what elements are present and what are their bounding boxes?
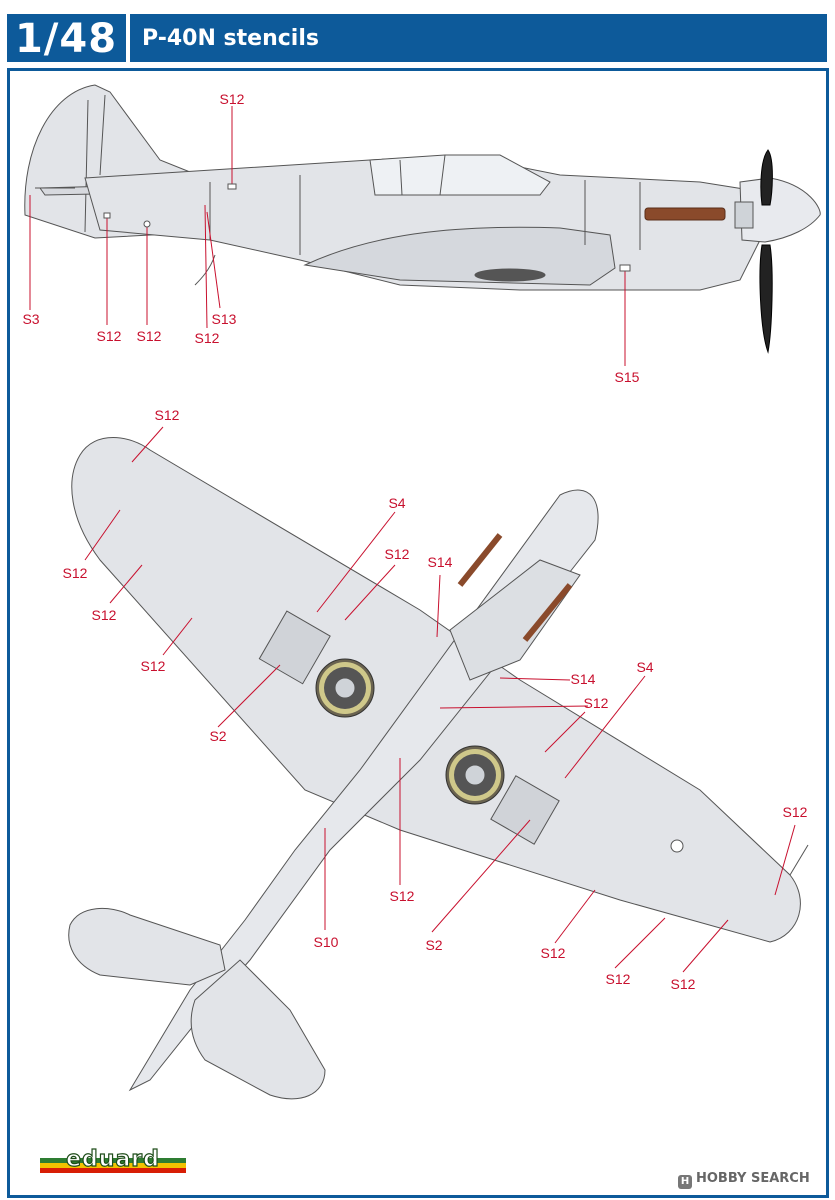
hobbysearch-watermark: H HOBBY SEARCH xyxy=(678,1171,810,1189)
scale-label: 1/48 xyxy=(14,16,118,62)
header-divider xyxy=(126,14,130,62)
bottom-view-aircraft xyxy=(68,437,809,1100)
eduard-logo-stripes xyxy=(40,1158,186,1173)
callout-label: S12 xyxy=(220,91,245,107)
callout-label: S12 xyxy=(195,330,220,346)
callout-label: S15 xyxy=(615,369,640,385)
callout-label: S12 xyxy=(584,695,609,711)
callout-label: S12 xyxy=(783,804,808,820)
callout-label: S12 xyxy=(390,888,415,904)
side-view-leaders xyxy=(29,106,626,366)
watermark-text: HOBBY SEARCH xyxy=(696,1171,810,1186)
callout-label: S12 xyxy=(606,971,631,987)
callout-label: S12 xyxy=(385,546,410,562)
callout-label: S2 xyxy=(209,728,226,744)
callout-label: S12 xyxy=(155,407,180,423)
hobbysearch-icon: H xyxy=(678,1175,692,1189)
callout-label: S10 xyxy=(314,934,339,950)
bottom-view-leaders xyxy=(84,426,796,973)
eduard-logo: eduard xyxy=(66,1146,160,1172)
callout-label: S4 xyxy=(636,659,653,675)
callout-label: S2 xyxy=(425,937,442,953)
callout-label: S12 xyxy=(63,565,88,581)
callout-label: S12 xyxy=(541,945,566,961)
page-title: P-40N stencils xyxy=(142,26,319,51)
callout-label: S4 xyxy=(388,495,405,511)
callout-label: S12 xyxy=(137,328,162,344)
drawing-frame xyxy=(7,68,829,1198)
callout-label: S14 xyxy=(428,554,453,570)
callout-label: S12 xyxy=(92,607,117,623)
side-view-aircraft xyxy=(24,84,821,354)
callout-label: S12 xyxy=(97,328,122,344)
side-view-markers xyxy=(103,183,631,272)
header-bar xyxy=(7,14,827,62)
callout-label: S3 xyxy=(22,311,39,327)
callout-label: S12 xyxy=(671,976,696,992)
callout-label: S14 xyxy=(571,671,596,687)
callout-label: S12 xyxy=(141,658,166,674)
callout-label: S13 xyxy=(212,311,237,327)
